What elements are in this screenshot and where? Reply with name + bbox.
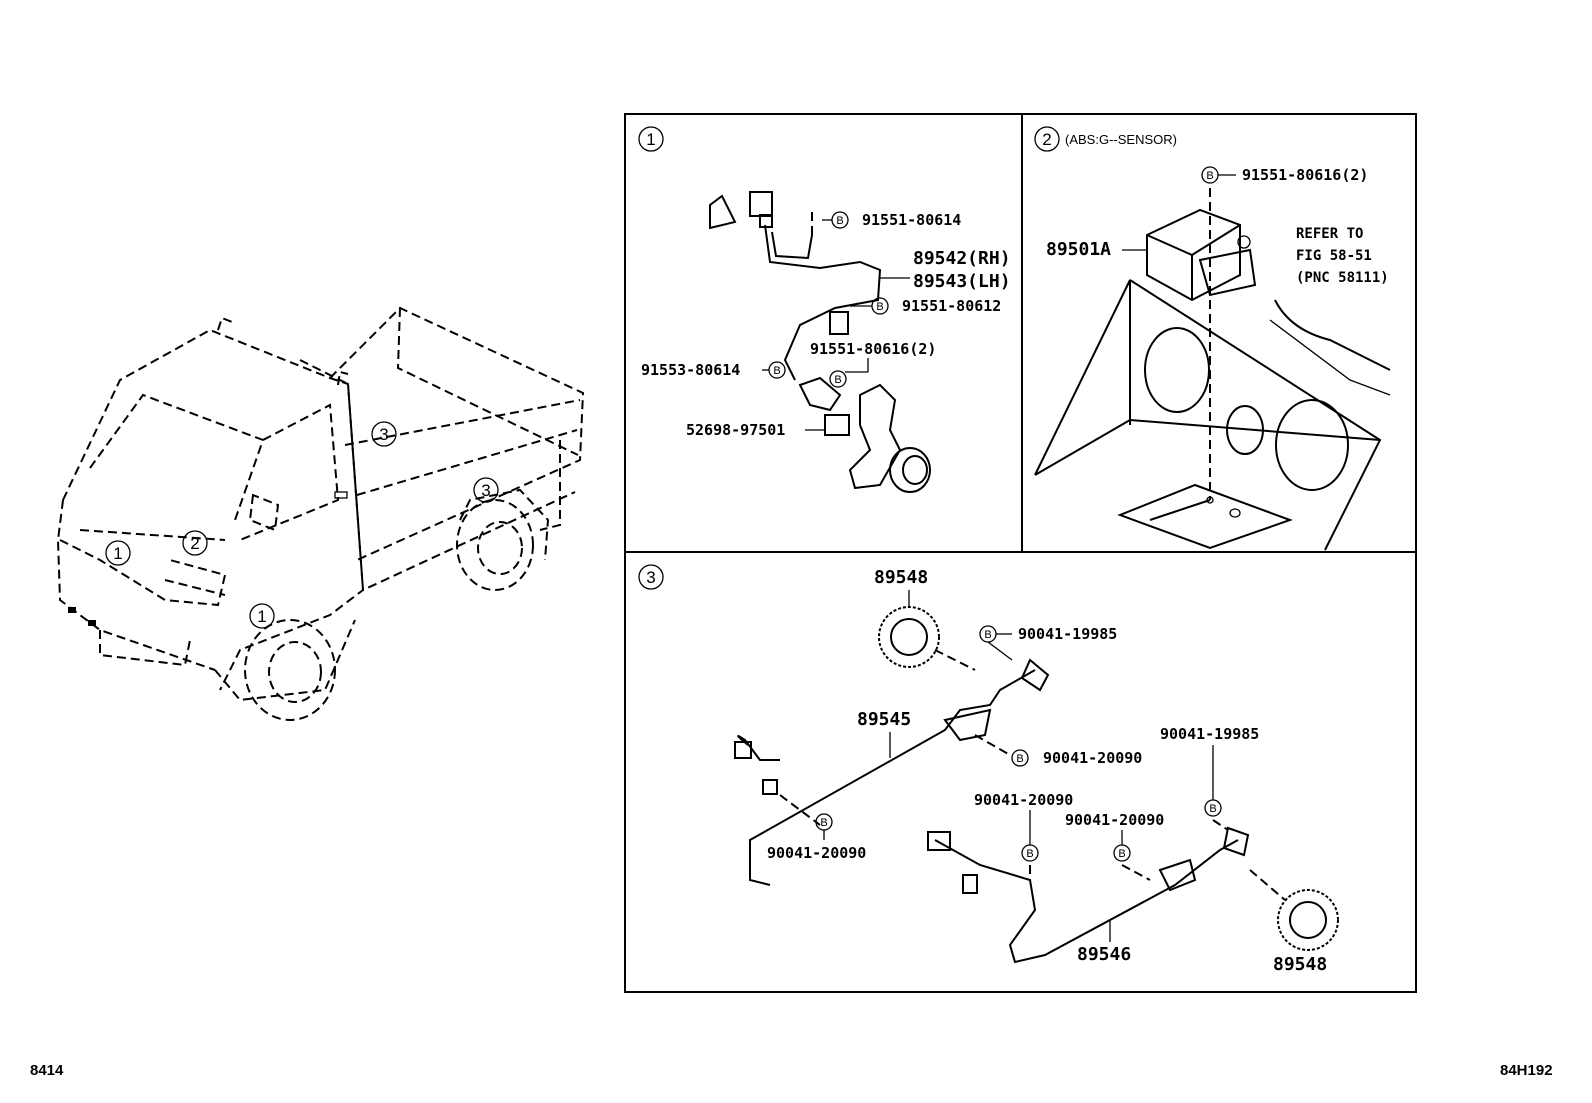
label-g-sensor-bolt[interactable]: B 91551-80616(2)	[1201, 166, 1368, 184]
panel-3-rear-sensors: 3	[638, 564, 1339, 975]
svg-text:(PNC 58111): (PNC 58111)	[1296, 270, 1389, 286]
svg-text:91551-80612: 91551-80612	[902, 297, 1001, 315]
svg-text:90041-19985: 90041-19985	[1018, 625, 1117, 643]
label-89546[interactable]: 89546	[1077, 920, 1131, 965]
svg-text:3: 3	[646, 568, 655, 587]
truck-illustration: 1 2 1 3 3	[56, 306, 585, 721]
panel-3-number: 3	[638, 564, 664, 590]
sensor-89546-drawing	[927, 819, 1250, 964]
svg-text:2: 2	[1042, 130, 1051, 149]
svg-text:52698-97501: 52698-97501	[686, 421, 785, 439]
label-90041-19985-right[interactable]: 90041-19985 B	[1160, 725, 1259, 817]
svg-text:B: B	[876, 301, 883, 313]
rotor-top-drawing	[878, 606, 976, 671]
panel-1-number: 1	[638, 126, 664, 152]
panel-2-g-sensor: 2 (ABS:G--SENSOR)	[1034, 126, 1391, 551]
footer-left-code: 8414	[30, 1062, 64, 1079]
svg-text:89501A: 89501A	[1046, 239, 1111, 260]
sensor-89545-drawing	[734, 658, 1050, 886]
svg-text:90041-20090: 90041-20090	[1043, 749, 1142, 767]
svg-text:89543(LH): 89543(LH)	[913, 271, 1011, 292]
truck-callout-2[interactable]: 2	[182, 530, 208, 556]
svg-text:91551-80614: 91551-80614	[862, 211, 961, 229]
svg-text:90041-20090: 90041-20090	[974, 791, 1073, 809]
svg-text:B: B	[1026, 848, 1033, 860]
label-89548-top[interactable]: 89548	[874, 567, 928, 607]
svg-text:2: 2	[190, 534, 199, 553]
svg-text:89548: 89548	[1273, 954, 1327, 975]
label-90041-20090-mid[interactable]: B 90041-20090	[1011, 749, 1142, 767]
label-90041-20090-center-b[interactable]: 90041-20090 B	[1065, 811, 1164, 862]
label-91553-80614[interactable]: 91553-80614 B	[641, 361, 786, 379]
label-90041-19985-top[interactable]: B 90041-19985	[979, 625, 1117, 661]
svg-text:REFER TO: REFER TO	[1296, 226, 1363, 242]
panel-1-front-sensor: 1 B 91551-80614 89542(RH)	[638, 126, 1011, 493]
svg-text:3: 3	[481, 481, 490, 500]
svg-text:1: 1	[113, 544, 122, 563]
svg-text:90041-19985: 90041-19985	[1160, 725, 1259, 743]
label-89548-bottom[interactable]: 89548	[1273, 954, 1327, 975]
truck-callout-1-wheel[interactable]: 1	[249, 603, 275, 629]
svg-text:B: B	[1206, 170, 1213, 182]
svg-text:B: B	[1016, 753, 1023, 765]
label-91551-80612[interactable]: B 91551-80612	[850, 297, 1001, 315]
front-harness-drawing	[709, 191, 931, 493]
svg-text:91551-80616(2): 91551-80616(2)	[810, 340, 936, 358]
svg-text:FIG 58-51: FIG 58-51	[1296, 248, 1372, 264]
refer-note[interactable]: REFER TO FIG 58-51 (PNC 58111)	[1296, 226, 1389, 286]
panel-2-title: (ABS:G--SENSOR)	[1065, 132, 1177, 147]
svg-text:89546: 89546	[1077, 944, 1131, 965]
svg-text:3: 3	[379, 425, 388, 444]
svg-text:B: B	[1209, 803, 1216, 815]
label-91551-80614[interactable]: B 91551-80614	[822, 211, 961, 229]
truck-callout-1-front[interactable]: 1	[105, 540, 131, 566]
svg-text:1: 1	[257, 607, 266, 626]
svg-text:B: B	[820, 817, 827, 829]
label-89545[interactable]: 89545	[857, 709, 911, 758]
g-sensor-mount-drawing	[1034, 188, 1391, 551]
svg-text:B: B	[1118, 848, 1125, 860]
label-89542-rh[interactable]: 89542(RH)	[913, 248, 1011, 269]
svg-text:89542(RH): 89542(RH)	[913, 248, 1011, 269]
panel-frames	[624, 113, 1417, 993]
svg-text:91553-80614: 91553-80614	[641, 361, 740, 379]
label-90041-20090-center-a[interactable]: 90041-20090 B	[974, 791, 1073, 862]
svg-text:1: 1	[646, 130, 655, 149]
svg-text:90041-20090: 90041-20090	[1065, 811, 1164, 829]
svg-text:B: B	[836, 215, 843, 227]
svg-text:89548: 89548	[874, 567, 928, 588]
label-89543-lh[interactable]: 89543(LH)	[880, 271, 1011, 292]
truck-callout-3-cab[interactable]: 3	[371, 421, 397, 447]
svg-text:91551-80616(2): 91551-80616(2)	[1242, 166, 1368, 184]
truck-callout-3-rear[interactable]: 3	[473, 477, 499, 503]
svg-text:B: B	[984, 629, 991, 641]
svg-text:89545: 89545	[857, 709, 911, 730]
panel-2-number: 2	[1034, 126, 1060, 152]
svg-text:90041-20090: 90041-20090	[767, 844, 866, 862]
rotor-bottom-drawing	[1249, 869, 1339, 951]
svg-text:B: B	[834, 374, 841, 386]
label-91551-80616[interactable]: 91551-80616(2) B	[810, 340, 936, 388]
label-90041-20090-left[interactable]: B 90041-20090	[767, 813, 866, 862]
label-52698-97501[interactable]: 52698-97501	[686, 421, 825, 439]
label-89501a[interactable]: 89501A	[1046, 239, 1147, 260]
svg-text:B: B	[773, 365, 780, 377]
footer-right-code: 84H192	[1500, 1062, 1553, 1079]
